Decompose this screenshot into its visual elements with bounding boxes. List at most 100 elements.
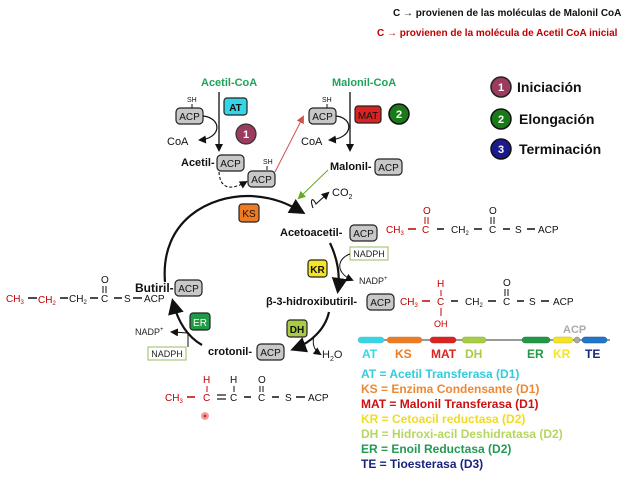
domain-label-ks: KS: [395, 347, 412, 361]
enzyme-dh-badge: DH: [286, 319, 308, 338]
svg-text:C: C: [230, 393, 237, 404]
svg-text:CH2: CH2: [38, 295, 56, 307]
nadp-release-arrow-1: [339, 253, 354, 282]
domain-dh: [461, 336, 487, 344]
phase-legend-1: 1 Iniciación: [490, 76, 582, 98]
legend-at: AT = Acetil Transferasa (D1): [361, 367, 520, 381]
acetoacetil-label: Acetoacetil-: [280, 227, 343, 239]
acp-box-3: ACP: [308, 107, 337, 125]
acp-label: ACP: [260, 348, 281, 359]
domain-label-mat: MAT: [431, 347, 457, 361]
svg-text:C: C: [258, 393, 265, 404]
legend-te: TE = Tioesterasa (D3): [361, 457, 484, 471]
phase-3-number: 3: [498, 144, 504, 156]
domain-label-kr: KR: [553, 347, 571, 361]
crotonil-label: crotonil-: [208, 346, 252, 358]
svg-text:ACP: ACP: [144, 294, 165, 305]
acp-box-ks: ACP: [247, 170, 276, 188]
acp-label: ACP: [178, 284, 199, 295]
butiril-label: Butiril-: [135, 281, 174, 295]
domain-er: [521, 336, 551, 344]
acp-box-butiril: ACP: [174, 279, 203, 297]
enzyme-mat-label: MAT: [358, 111, 378, 122]
svg-text:O: O: [101, 275, 109, 286]
svg-text:O: O: [258, 375, 266, 386]
acp-box-acetoacetil: ACP: [349, 224, 378, 242]
cycle-arrow-reduction-2: [168, 298, 203, 346]
step-2-number: 2: [396, 109, 402, 121]
svg-text:C: C: [437, 297, 444, 308]
domain-acp-label: ACP: [563, 324, 586, 336]
acetil-acp-label: Acetil-: [181, 157, 215, 169]
enzyme-ks-label: KS: [242, 209, 256, 220]
enzyme-er-label: ER: [193, 318, 207, 329]
note-acetil-text: C → provienen de la molécula de Acetil C…: [377, 28, 618, 39]
svg-text:C: C: [422, 225, 429, 236]
svg-text:O: O: [489, 206, 497, 217]
acp-label: ACP: [251, 175, 272, 186]
domain-label-dh: DH: [465, 347, 482, 361]
phase-3-label: Terminación: [519, 141, 601, 157]
green-arrow-malonil: [297, 169, 329, 200]
svg-text:C: C: [101, 294, 108, 305]
acp-label: ACP: [378, 163, 399, 174]
nadph-label-2: NADPH: [151, 349, 183, 359]
water-label: H2O: [322, 349, 343, 363]
acp-box-malonil: ACP: [374, 158, 403, 176]
svg-text:H: H: [230, 375, 237, 386]
nadph-box-1: NADPH: [349, 246, 389, 261]
enzyme-ks-badge: KS: [238, 203, 260, 223]
transfer-arrow: [218, 171, 248, 189]
svg-text:CH2: CH2: [451, 225, 469, 237]
domain-te: [581, 336, 608, 344]
svg-text:S: S: [515, 225, 522, 236]
coa-release-arrow-2: [328, 115, 350, 144]
svg-text:C: C: [503, 297, 510, 308]
phase-legend-2: 2 Elongación: [490, 108, 594, 130]
sh-label-1: SH: [187, 97, 197, 104]
svg-text:O: O: [503, 278, 511, 289]
enzyme-kr-label: KR: [310, 265, 325, 276]
enzyme-mat-badge: MAT: [354, 105, 382, 124]
formula-crotonil: CH3 H C H C O C S ACP: [165, 375, 329, 405]
water-release-arrow: [312, 335, 322, 356]
acp-label: ACP: [312, 112, 333, 123]
cursor-indicator-center: [203, 414, 207, 418]
enzyme-legend: AT = Acetil Transferasa (D1) KS = Enzima…: [361, 367, 563, 472]
svg-text:OH: OH: [434, 319, 448, 329]
cycle-arrow-dehydration: [290, 311, 331, 353]
enzyme-at-label: AT: [229, 103, 242, 114]
svg-text:ACP: ACP: [308, 393, 329, 404]
domain-label-er: ER: [527, 347, 544, 361]
enzyme-er-badge: ER: [189, 312, 211, 331]
coa-label-2: CoA: [301, 136, 323, 148]
domain-mat: [429, 336, 457, 344]
legend-er: ER = Enoil Reductasa (D2): [361, 442, 512, 456]
legend-kr: KR = Cetoacil reductasa (D2): [361, 412, 526, 426]
red-arrow-to-malonil-acp: [274, 115, 304, 173]
legend-dh: DH = Hidroxi-acil Deshidratasa (D2): [361, 427, 563, 441]
sh-label-2: SH: [263, 159, 273, 166]
sh-label-3: SH: [322, 97, 332, 104]
co2-label: CO2: [332, 187, 353, 201]
nadph-label-1: NADPH: [353, 249, 385, 259]
cycle-arc-condensation: [163, 194, 306, 283]
note-acetil: C → provienen de la molécula de Acetil C…: [377, 28, 617, 39]
svg-text:CH3: CH3: [386, 225, 404, 237]
acp-box-hidroxibutiril: ACP: [366, 293, 395, 311]
svg-text:S: S: [285, 393, 292, 404]
svg-text:S: S: [124, 294, 131, 305]
svg-text:CH2: CH2: [69, 294, 87, 306]
svg-text:H: H: [437, 279, 444, 290]
co2-release-arrow: [311, 191, 330, 209]
svg-text:H: H: [203, 375, 210, 386]
step-1-badge: 1: [235, 123, 257, 145]
nadp-release-arrow-2: [170, 328, 189, 347]
svg-text:ACP: ACP: [538, 225, 559, 236]
domain-label-at: AT: [362, 347, 378, 361]
cycle-arrow-reduction-1: [329, 242, 348, 294]
malonil-acp-label: Malonil-: [330, 161, 372, 173]
nadph-box-2: NADPH: [147, 346, 187, 361]
phase-legend-3: 3 Terminación: [490, 138, 601, 160]
phase-1-number: 1: [498, 82, 504, 94]
